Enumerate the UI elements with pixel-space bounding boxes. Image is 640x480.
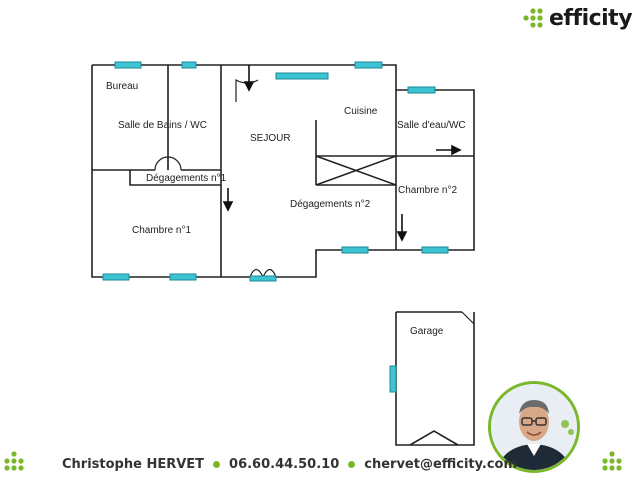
- window: [181, 61, 197, 69]
- contact-bar: Christophe HERVET 06.60.44.50.10 chervet…: [62, 454, 517, 474]
- agent-name: Christophe HERVET: [62, 456, 205, 472]
- entry-arrows: [222, 65, 462, 242]
- room-label-sejour: SEJOUR: [250, 133, 291, 144]
- floor-plan: Bureau Salle de Bains / WC SEJOUR Cuisin…: [91, 61, 475, 446]
- window: [407, 86, 436, 94]
- window: [354, 61, 383, 69]
- window: [275, 72, 329, 80]
- room-label-garage: Garage: [410, 326, 444, 337]
- room-label-salle-d-eau: Salle d'eau/WC: [397, 120, 466, 131]
- room-label-bureau: Bureau: [106, 81, 138, 92]
- window: [249, 275, 277, 282]
- logo-text: efficity: [549, 5, 633, 31]
- agent-phone[interactable]: 06.60.44.50.10: [229, 456, 340, 472]
- window: [102, 273, 130, 281]
- dots-grid-icon: [4, 451, 24, 471]
- agent-email[interactable]: chervet@efficity.com: [364, 456, 518, 472]
- window: [421, 246, 449, 254]
- efficity-logo: efficity: [522, 4, 633, 32]
- dots-grid-icon: [523, 8, 543, 28]
- windows: [102, 61, 449, 393]
- agent-photo: [488, 381, 580, 473]
- window: [389, 365, 397, 393]
- room-label-degagements-1: Dégagements n°1: [146, 173, 227, 184]
- agent-portrait-icon: [491, 384, 577, 470]
- room-label-cuisine: Cuisine: [344, 106, 378, 117]
- room-label-chambre-2: Chambre n°2: [398, 185, 457, 196]
- window: [341, 246, 369, 254]
- window: [169, 273, 197, 281]
- dots-grid-icon: [602, 451, 622, 471]
- separator-dot: [348, 460, 356, 468]
- room-label-chambre-1: Chambre n°1: [132, 225, 191, 236]
- separator-dot: [213, 460, 221, 468]
- walls: [91, 64, 475, 446]
- room-label-salle-de-bains: Salle de Bains / WC: [118, 120, 207, 131]
- window: [114, 61, 142, 69]
- room-label-degagements-2: Dégagements n°2: [290, 199, 371, 210]
